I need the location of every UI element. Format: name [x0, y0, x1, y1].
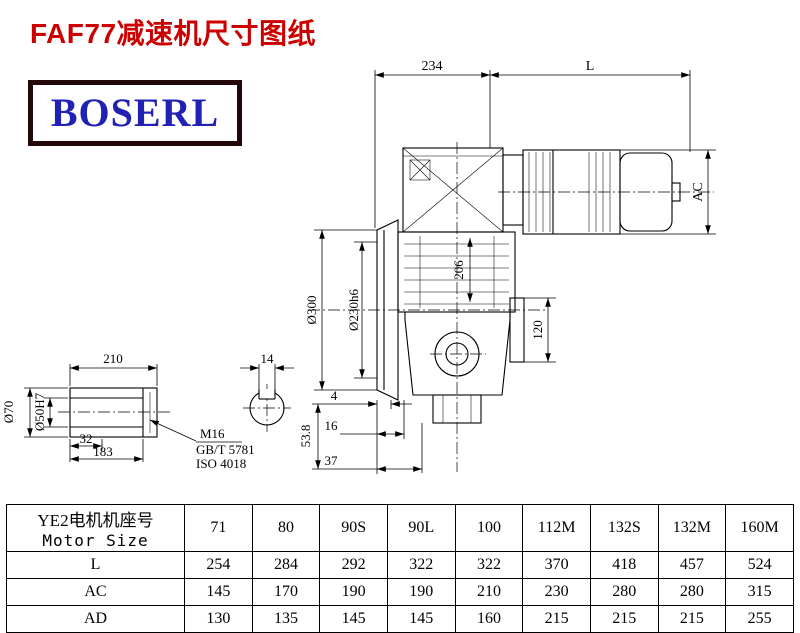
table-cell: 215 — [589, 605, 659, 633]
dim-120: 120 — [530, 320, 545, 340]
table-cell: 130 — [184, 605, 253, 633]
dim-37: 37 — [325, 453, 339, 468]
dim-16: 16 — [325, 418, 339, 433]
table-cell: 145 — [319, 605, 388, 633]
dim-50H7: Ø50H7 — [32, 392, 47, 431]
boserl-logo: BOSERL — [28, 80, 242, 146]
logo-text: BOSERL — [50, 90, 220, 135]
technical-drawing: 234 L AC 206 120 Ø300 Ø230h6 4 — [1, 59, 716, 474]
table-cell: 284 — [251, 551, 321, 579]
table-header-row: YE2电机机座号 Motor Size 71 80 90S 90L 100 11… — [6, 504, 794, 552]
row-label-AC: AC — [6, 578, 185, 606]
centerlines — [58, 142, 714, 472]
dim-53-8: 53.8 — [298, 425, 313, 448]
column-header-132S: 132S — [589, 504, 659, 552]
column-header-71: 71 — [184, 504, 253, 552]
table-cell: 255 — [725, 605, 794, 633]
table-row-L: L 254 284 292 322 322 370 418 457 524 — [6, 551, 794, 579]
column-header-160M: 160M — [725, 504, 794, 552]
dimensions: 234 L AC 206 120 Ø300 Ø230h6 4 — [298, 59, 716, 474]
motor-size-table: YE2电机机座号 Motor Size 71 80 90S 90L 100 11… — [6, 504, 794, 633]
column-header-100: 100 — [454, 504, 524, 552]
table-row-AD: AD 130 135 145 145 160 215 215 215 255 — [6, 605, 794, 633]
column-header-80: 80 — [251, 504, 321, 552]
table-cell: 524 — [725, 551, 794, 579]
thread-standard-iso: ISO 4018 — [196, 456, 246, 471]
table-cell: 145 — [184, 578, 253, 606]
table-cell: 280 — [657, 578, 727, 606]
dim-210: 210 — [103, 351, 123, 366]
dim-234: 234 — [422, 59, 443, 74]
table-cell: 170 — [251, 578, 321, 606]
table-cell: 292 — [319, 551, 388, 579]
column-header-90S: 90S — [319, 504, 388, 552]
dim-32: 32 — [80, 431, 93, 446]
motor-size-label-cn: YE2电机机座号 — [37, 511, 154, 530]
table-cell: 190 — [386, 578, 456, 606]
dim-AC: AC — [691, 182, 706, 201]
table-cell: 457 — [657, 551, 727, 579]
column-header-90L: 90L — [386, 504, 456, 552]
table-cell: 135 — [251, 605, 321, 633]
dim-70: Ø70 — [1, 401, 16, 423]
table-cell: 418 — [589, 551, 659, 579]
table-row-AC: AC 145 170 190 190 210 230 280 280 315 — [6, 578, 794, 606]
table-cell: 215 — [522, 605, 591, 633]
table-cell: 190 — [319, 578, 388, 606]
row-label-L: L — [6, 551, 185, 579]
table-cell: 254 — [184, 551, 253, 579]
dim-300: Ø300 — [304, 296, 319, 325]
table-cell: 230 — [522, 578, 591, 606]
shaft-detail-view — [69, 387, 158, 438]
column-header-112M: 112M — [522, 504, 591, 552]
table-cell: 322 — [454, 551, 524, 579]
motor-size-header-cell: YE2电机机座号 Motor Size — [6, 504, 185, 552]
dim-206: 206 — [451, 260, 466, 280]
shaft-section-view — [249, 389, 285, 426]
dim-L: L — [586, 59, 595, 74]
row-label-AD: AD — [6, 605, 185, 633]
table-cell: 280 — [589, 578, 659, 606]
dim-4: 4 — [331, 388, 338, 403]
table-cell: 160 — [454, 605, 524, 633]
thread-standard-gb: GB/T 5781 — [196, 442, 255, 457]
table-cell: 215 — [657, 605, 727, 633]
table-cell: 145 — [386, 605, 456, 633]
gearbox-body — [397, 147, 525, 424]
thread-spec: M16 — [200, 426, 225, 441]
dim-183: 183 — [93, 444, 113, 459]
motor-size-label-en: Motor Size — [42, 531, 149, 550]
column-header-132M: 132M — [657, 504, 727, 552]
page-title: FAF77减速机尺寸图纸 — [30, 18, 317, 49]
table-cell: 315 — [725, 578, 794, 606]
table-cell: 322 — [386, 551, 456, 579]
dim-230h6: Ø230h6 — [346, 289, 361, 331]
table-cell: 370 — [522, 551, 591, 579]
motor — [502, 149, 681, 235]
dim-14: 14 — [261, 351, 275, 366]
table-cell: 210 — [454, 578, 524, 606]
shaft-dimensions: 210 14 Ø70 Ø50H7 32 183 M16 GB/T 5781 IS… — [1, 351, 294, 471]
